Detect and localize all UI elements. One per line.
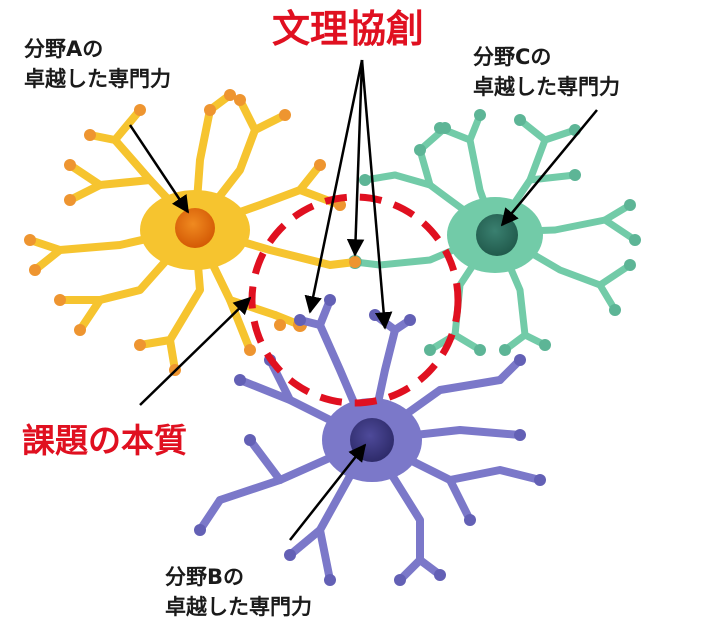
title-label: 文理協創 [272, 7, 425, 51]
neuron-a [26, 91, 359, 374]
neuron-c-label-line2: 卓越した専門力 [473, 75, 620, 99]
arrow-title-3 [360, 59, 393, 330]
neuron-b [196, 296, 544, 584]
arrow-a [128, 124, 190, 214]
neuron-a-terminals [24, 89, 361, 376]
neuron-a-label-line2: 卓越した専門力 [24, 67, 171, 91]
neuron-c-label: 分野Cの 卓越した専門力 [473, 42, 620, 102]
neuron-a-label-line1: 分野Aの [24, 37, 104, 61]
arrows [128, 59, 598, 541]
neuron-b-label-line1: 分野Bの [165, 565, 245, 589]
core-label: 課題の本質 [22, 421, 187, 460]
neuron-a-nucleus [175, 208, 215, 248]
arrow-c [500, 109, 598, 227]
neuron-b-label: 分野Bの 卓越した専門力 [165, 562, 312, 622]
neuron-c-label-line1: 分野Cの [473, 45, 552, 69]
neuron-a-label: 分野Aの 卓越した専門力 [24, 34, 171, 94]
neuron-c-nucleus [476, 214, 518, 256]
neuron-b-label-line2: 卓越した専門力 [165, 595, 312, 619]
arrow-b [289, 443, 367, 541]
arrow-title-2 [346, 59, 365, 257]
intersection-circle [248, 193, 462, 407]
arrow-title-1 [304, 59, 364, 314]
neuron-c-terminals [348, 109, 641, 356]
arrow-core [139, 296, 252, 406]
